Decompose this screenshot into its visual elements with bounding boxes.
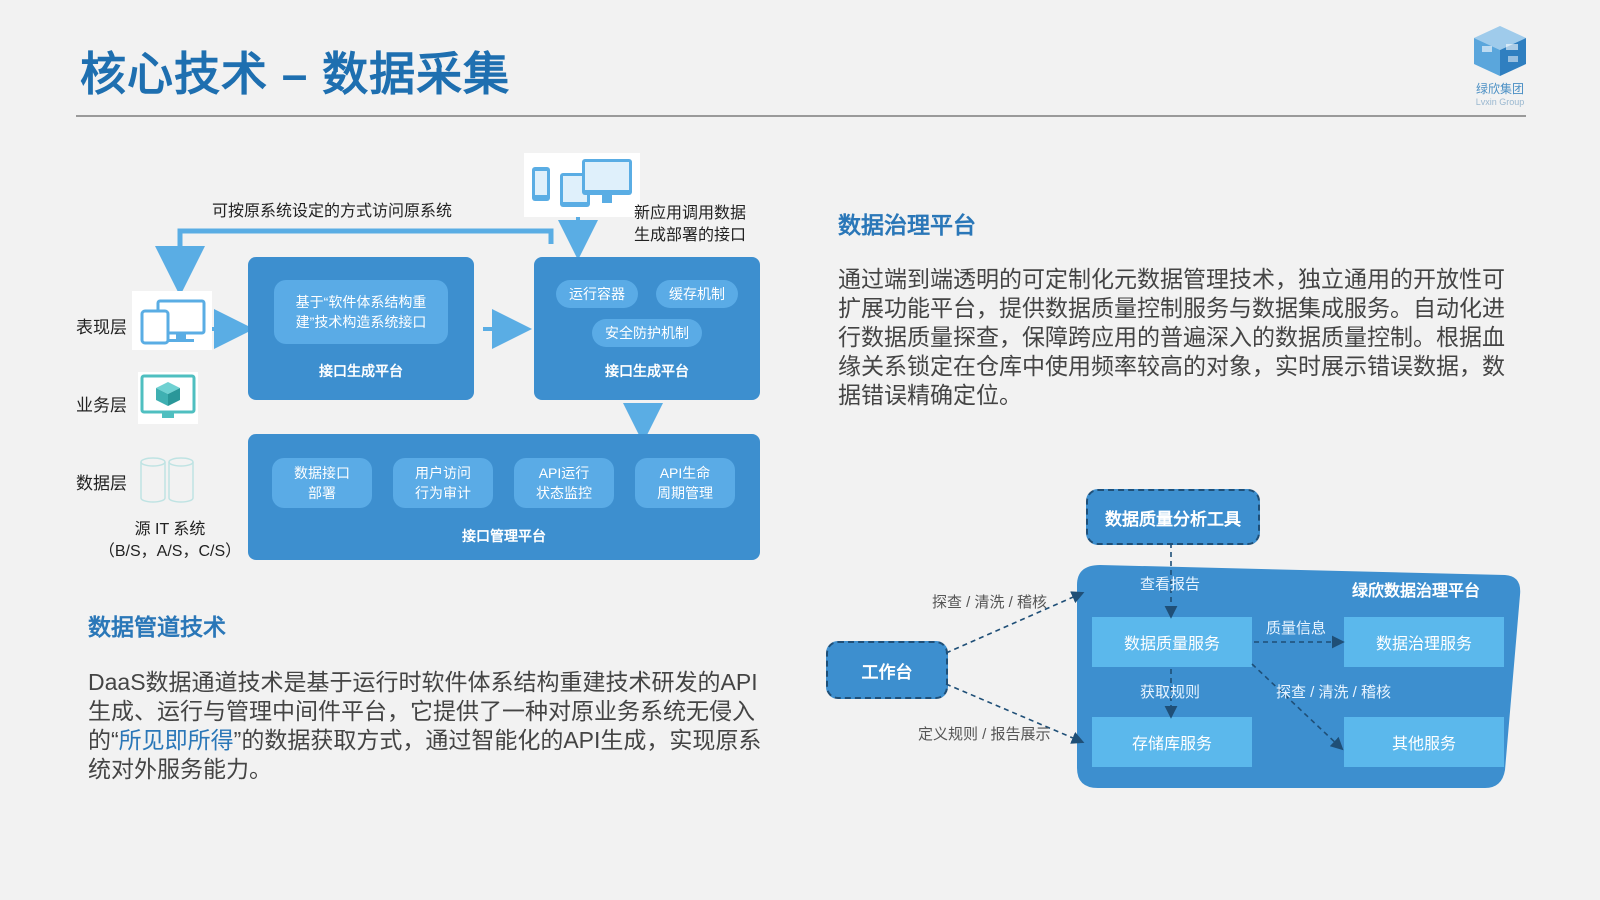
quality-info-label: 质量信息: [1266, 620, 1327, 637]
logo-english-name: Lvxin Group: [1475, 97, 1525, 107]
user-access-audit-pill: 用户访问行为审计: [393, 458, 493, 508]
access-original-note: 可按原系统设定的方式访问原系统: [212, 203, 453, 220]
new-app-note: 新应用调用数据 生成部署的接口: [634, 205, 747, 244]
platform-caption: 接口生成平台: [605, 363, 689, 379]
workbench-to-tool-arrow: [945, 591, 1085, 654]
view-report-label: 查看报告: [1140, 576, 1201, 593]
interface-generation-platform-right: 运行容器 缓存机制 安全防护机制 接口生成平台: [534, 257, 760, 400]
layer-label-presentation: 表现层: [76, 318, 127, 337]
highlight-wysiwyg: 所见即所得: [118, 727, 234, 753]
cache-mechanism-pill: 缓存机制: [656, 280, 738, 308]
platform-caption: 接口生成平台: [319, 363, 403, 379]
workbench-to-storage-arrow: [945, 683, 1085, 744]
governance-paragraph: 通过端到端透明的可定制化元数据管理技术，独立通用的开放性可扩展功能平台，提供数据…: [838, 266, 1505, 408]
company-logo: 绿欣集团 Lvxin Group: [1460, 22, 1540, 114]
data-governance-service: 数据治理服务: [1344, 617, 1504, 667]
governance-heading: 数据治理平台: [838, 212, 976, 238]
workbench: 工作台: [826, 641, 948, 699]
database-icon: [138, 456, 198, 504]
other-services: 其他服务: [1344, 717, 1504, 767]
logo-cube-icon: [1474, 26, 1526, 76]
business-cube-icon: [138, 372, 198, 424]
title-divider: [76, 115, 1526, 117]
layer-label-business: 业务层: [76, 396, 127, 415]
probe-clean-audit-inner-label: 探查 / 清洗 / 稽核: [1276, 684, 1392, 701]
data-quality-analysis-tool: 数据质量分析工具: [1086, 489, 1260, 545]
define-rules-label: 定义规则 / 报告展示: [918, 726, 1051, 743]
pipeline-heading: 数据管道技术: [88, 614, 226, 640]
runtime-container-pill: 运行容器: [556, 280, 638, 308]
probe-clean-audit-label: 探查 / 清洗 / 稽核: [932, 594, 1048, 611]
security-protection-pill: 安全防护机制: [592, 319, 702, 347]
data-quality-service: 数据质量服务: [1092, 617, 1252, 667]
source-it-system: 源 IT 系统 （B/S，A/S，C/S）: [98, 521, 242, 560]
architecture-rebuild-pill: 基于“软件体系结构重 建”技术构造系统接口: [274, 280, 448, 344]
monitor-tablet-icon: [132, 291, 212, 350]
layer-label-data: 数据层: [76, 474, 127, 493]
interface-generation-platform-left: 基于“软件体系结构重 建”技术构造系统接口 接口生成平台: [248, 257, 474, 400]
governance-platform-title: 绿欣数据治理平台: [1352, 583, 1481, 600]
management-caption: 接口管理平台: [462, 528, 546, 544]
get-rules-label: 获取规则: [1140, 684, 1201, 701]
api-runtime-monitor-pill: API运行状态监控: [514, 458, 614, 508]
page-title: 核心技术 – 数据采集: [80, 48, 511, 100]
left-diagram-connectors: [155, 216, 663, 443]
multi-device-icon: [524, 153, 640, 217]
access-original-arrow: [155, 228, 554, 296]
data-interface-deploy-pill: 数据接口部署: [272, 458, 372, 508]
logo-name: 绿欣集团: [1475, 82, 1524, 96]
api-lifecycle-pill: API生命周期管理: [635, 458, 735, 508]
quality-to-other-arrow: [1251, 663, 1344, 751]
interface-management-platform: 数据接口部署 用户访问行为审计 API运行状态监控 API生命周期管理 接口管理…: [248, 434, 760, 560]
storage-service: 存储库服务: [1092, 717, 1252, 767]
pipeline-paragraph: DaaS数据通道技术是基于运行时软件体系结构重建技术研发的API生成、运行与管理…: [88, 669, 762, 782]
